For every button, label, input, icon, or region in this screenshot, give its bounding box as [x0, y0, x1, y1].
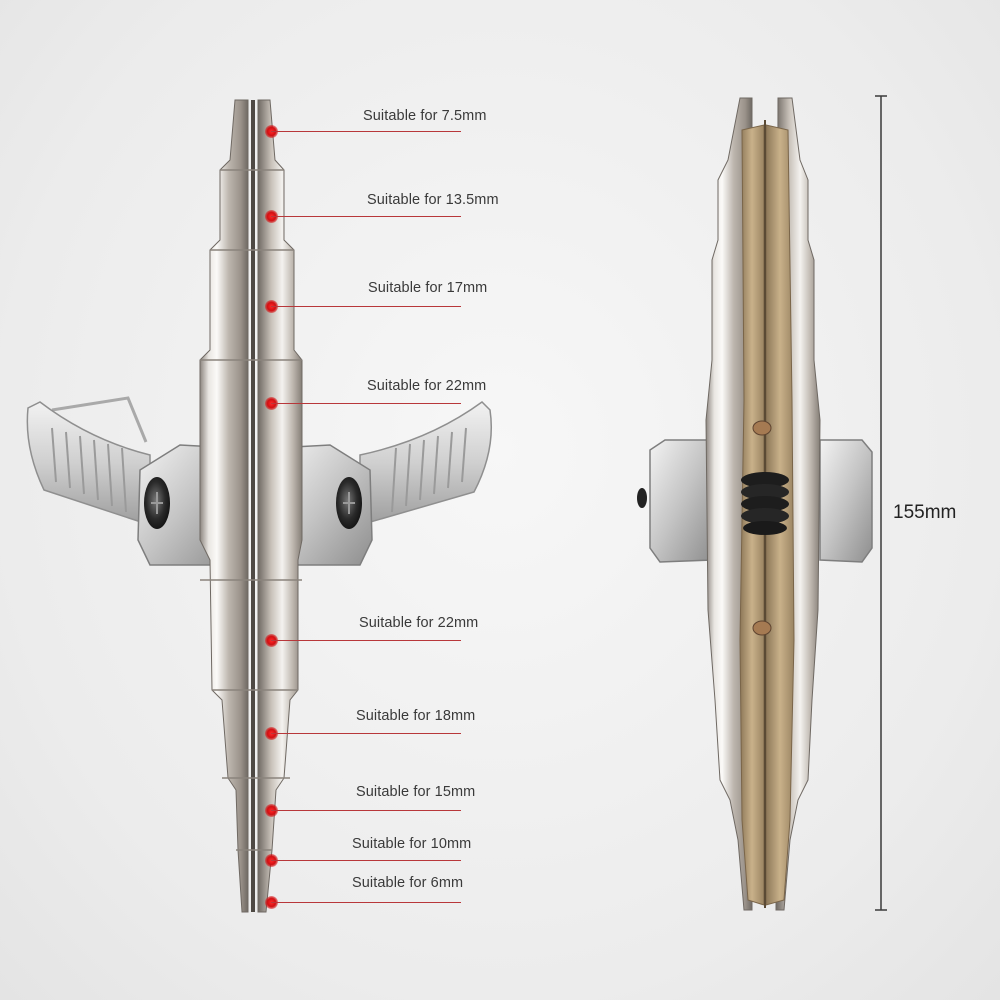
right-tool-photo [637, 97, 873, 911]
callout-line [271, 403, 461, 405]
wire-clip [51, 396, 148, 443]
right-shaft-half [257, 99, 303, 913]
center-spring [741, 472, 789, 535]
callout-label: Suitable for 22mm [359, 615, 479, 631]
callout-line [271, 902, 461, 904]
callout-label: Suitable for 15mm [356, 784, 476, 800]
callout-label: Suitable for 7.5mm [363, 108, 487, 124]
upper-rivet [752, 420, 772, 436]
left-shaft-half [199, 99, 249, 913]
callout-label: Suitable for 6mm [352, 875, 464, 891]
dimension-label: 155mm [893, 502, 957, 523]
callout-label: Suitable for 22mm [367, 378, 487, 394]
callout-line [271, 810, 461, 812]
callout-line [271, 860, 461, 862]
side-block-right [819, 439, 873, 563]
callout-label: Suitable for 10mm [352, 836, 472, 852]
side-block-left [649, 439, 713, 563]
callout-line [271, 306, 461, 308]
callout-label: Suitable for 13.5mm [367, 192, 499, 208]
callout-line [271, 640, 461, 642]
callout-label: Suitable for 18mm [356, 708, 476, 724]
right-handle [359, 401, 493, 526]
callout-line [271, 216, 461, 218]
lower-rivet [752, 620, 772, 636]
dimension-indicator [875, 95, 887, 911]
callout-line [271, 733, 461, 735]
left-handle [26, 401, 151, 527]
callout-label: Suitable for 17mm [368, 280, 488, 296]
callout-line [271, 131, 461, 133]
